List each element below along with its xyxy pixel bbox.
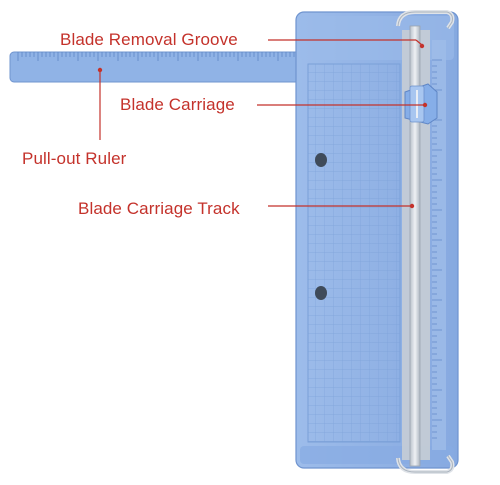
rail-bracket-bottom — [396, 454, 455, 474]
binder-hole — [315, 153, 327, 167]
leader-dot — [97, 67, 103, 73]
pull-out-ruler — [9, 51, 346, 83]
rail-bracket-top — [396, 10, 455, 30]
binder-hole — [315, 286, 327, 300]
callout-pull-out-ruler: Pull-out Ruler — [22, 149, 127, 168]
leader-dot — [409, 203, 415, 209]
callout-blade-carriage-track: Blade Carriage Track — [78, 199, 240, 218]
track-scale-ticks — [432, 59, 442, 439]
blade-carriage — [404, 83, 438, 125]
leader-dot — [419, 43, 425, 49]
leader-dot — [422, 102, 428, 108]
callout-leader-lines — [97, 39, 428, 209]
callout-blade-removal-groove: Blade Removal Groove — [60, 30, 238, 49]
callout-blade-carriage: Blade Carriage — [120, 95, 235, 114]
